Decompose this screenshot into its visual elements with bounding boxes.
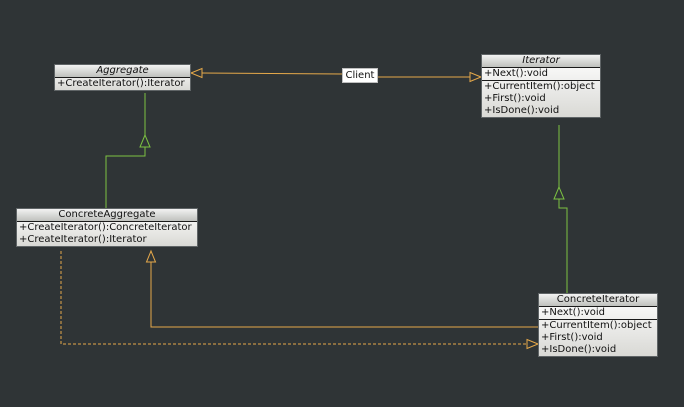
association-client-aggregate (200, 72, 343, 75)
class-aggregate-operations: +CreateIterator():Iterator (55, 78, 190, 90)
attribute: +Next():void (541, 307, 606, 318)
class-concrete-iterator-operations: +CurrentItem():object +First():void +IsD… (539, 319, 657, 356)
dependency-arrowhead-concrete-iterator (526, 338, 540, 350)
class-concrete-iterator-title: ConcreteIterator (539, 294, 657, 307)
class-iterator-operations: +CurrentItem():object +First():void +IsD… (482, 80, 600, 117)
operation: +CreateIterator():Iterator (19, 234, 147, 245)
generalization-line-concrete-aggregate (105, 147, 146, 208)
operation: +First():void (541, 332, 603, 343)
operation: +CurrentItem():object (484, 81, 595, 92)
class-iterator-attributes: +Next():void (482, 68, 600, 80)
operation: +CurrentItem():object (541, 320, 652, 331)
class-aggregate[interactable]: Aggregate +CreateIterator():Iterator (54, 64, 191, 91)
class-iterator-title: Iterator (482, 55, 600, 68)
generalization-arrowhead-iterator (553, 185, 565, 200)
class-concrete-aggregate-operations: +CreateIterator():ConcreteIterator +Crea… (17, 222, 197, 246)
dependency-concrete-aggregate-iterator (60, 251, 527, 345)
attribute: +Next():void (484, 68, 549, 79)
operation: +CreateIterator():ConcreteIterator (19, 222, 192, 233)
class-concrete-aggregate[interactable]: ConcreteAggregate +CreateIterator():Conc… (16, 208, 198, 247)
operation: +CreateIterator():Iterator (57, 78, 185, 89)
operation: +IsDone():void (541, 344, 617, 355)
association-concrete-iterator-aggregate (150, 262, 538, 328)
operation: +First():void (484, 93, 546, 104)
generalization-line-concrete-iterator (558, 199, 568, 293)
class-aggregate-title: Aggregate (55, 65, 190, 78)
client-label[interactable]: Client (342, 68, 378, 83)
operation: +IsDone():void (484, 105, 560, 116)
class-concrete-iterator-attributes: +Next():void (539, 307, 657, 319)
association-arrowhead-aggregate (189, 67, 203, 79)
generalization-arrowhead-aggregate (139, 133, 151, 148)
class-iterator[interactable]: Iterator +Next():void +CurrentItem():obj… (481, 54, 601, 118)
association-arrowhead-iterator (469, 71, 483, 83)
class-concrete-aggregate-title: ConcreteAggregate (17, 209, 197, 222)
class-concrete-iterator[interactable]: ConcreteIterator +Next():void +CurrentIt… (538, 293, 658, 357)
association-arrowhead-concrete-aggregate (145, 249, 157, 263)
